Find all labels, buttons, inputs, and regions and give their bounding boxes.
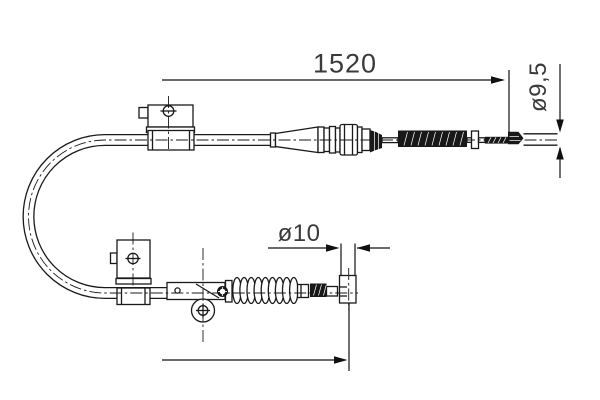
dimension-dia-9-5 bbox=[556, 64, 564, 178]
centerlines bbox=[28, 96, 557, 342]
dimension-bottom-length bbox=[162, 303, 350, 371]
dimension-1520 bbox=[162, 70, 510, 132]
lower-bracket-assembly bbox=[109, 239, 226, 323]
dark-part-texture bbox=[218, 131, 521, 296]
upper-bracket-tab bbox=[138, 106, 149, 119]
rod-sleeve bbox=[325, 285, 339, 297]
dimension-label-length: 1520 bbox=[312, 48, 378, 79]
lower-cable-clamp bbox=[116, 287, 151, 306]
cable-loop bbox=[22, 134, 279, 299]
end-fitting-cylinder bbox=[338, 274, 357, 304]
serrated-grip bbox=[370, 130, 382, 153]
boot-end-sleeve bbox=[296, 283, 310, 299]
threaded-rod-upper bbox=[485, 136, 508, 144]
dimension-dia-10 bbox=[268, 243, 390, 276]
dimension-label-end-diameter: ø9,5 bbox=[525, 61, 552, 113]
threaded-rod-lower bbox=[310, 283, 327, 297]
lower-cable-fittings bbox=[224, 274, 357, 305]
dimension-label-fitting-diameter: ø10 bbox=[277, 220, 321, 247]
lower-bracket-tab bbox=[109, 252, 118, 265]
protective-spring bbox=[398, 130, 467, 147]
end-rod bbox=[523, 133, 558, 146]
housing-pin-hole bbox=[174, 287, 181, 294]
lower-bracket-flange bbox=[115, 277, 152, 285]
end-nipple bbox=[508, 131, 524, 145]
dark-parts bbox=[217, 130, 524, 297]
rubber-bellows-boot bbox=[232, 276, 299, 305]
